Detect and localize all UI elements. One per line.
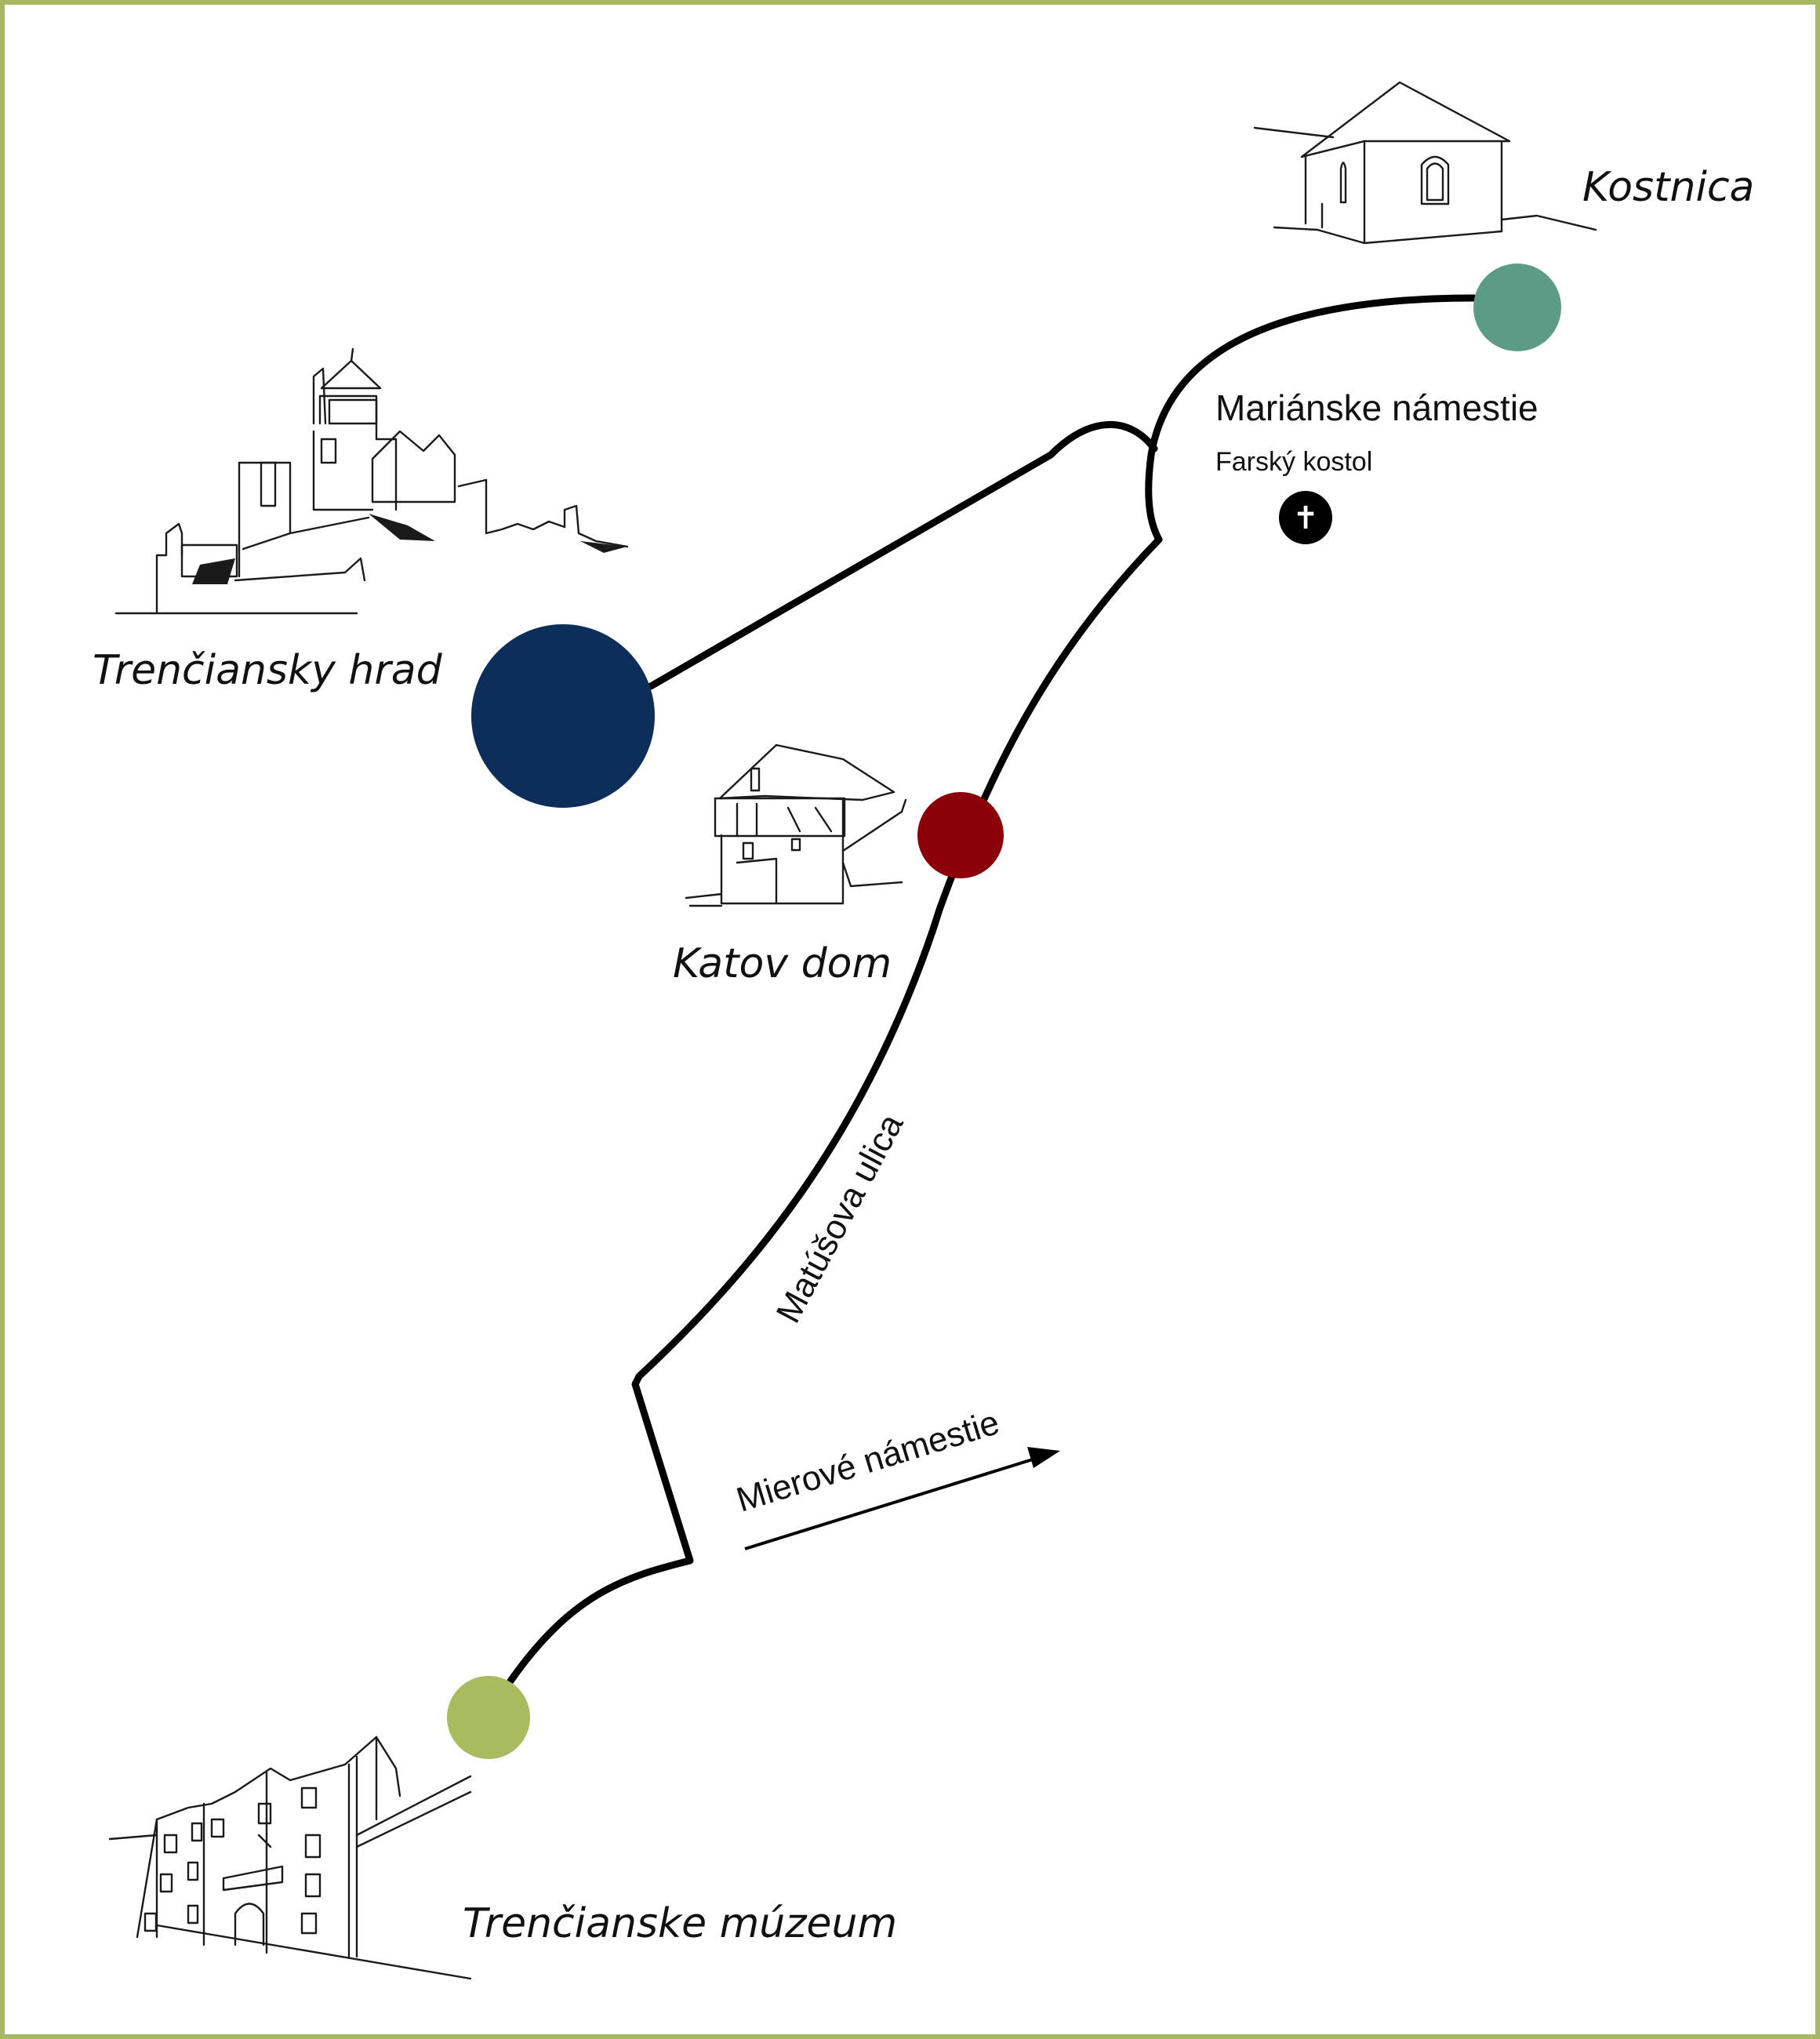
mierove-square-label: Mierové námestie [732,1403,1004,1519]
ossuary-label: Kostnica [1582,164,1754,211]
castle-label: Trenčiansky hrad [93,647,443,694]
castle-marker[interactable] [471,624,655,808]
church-marker[interactable] [1279,491,1332,544]
arrow-head-icon [1027,1447,1060,1468]
marianske-square-label: Mariánske námestie [1215,387,1538,428]
hangman-house-sketch [685,743,907,907]
route-to-marianske-square [1145,294,1478,543]
museum-sketch [108,1736,472,1980]
route [506,294,1478,1686]
hangman-house-label: Katov dom [673,940,892,987]
mierove-direction-arrow [744,1457,1036,1550]
museum-label: Trenčianske múzeum [463,1900,897,1947]
ossuary-sketch [1253,81,1597,245]
route-to-castle [647,421,1158,690]
ossuary-marker[interactable] [1473,264,1561,351]
matusova-street-label: Matúšova ulica [769,1107,911,1329]
hangman-house-marker[interactable] [917,792,1004,878]
church-label: Farský kostol [1215,447,1372,477]
route-museum-to-hangman-house [506,536,1163,1686]
cross-icon: ✝ [1292,500,1319,536]
museum-marker[interactable] [447,1676,530,1759]
castle-sketch [114,347,629,615]
